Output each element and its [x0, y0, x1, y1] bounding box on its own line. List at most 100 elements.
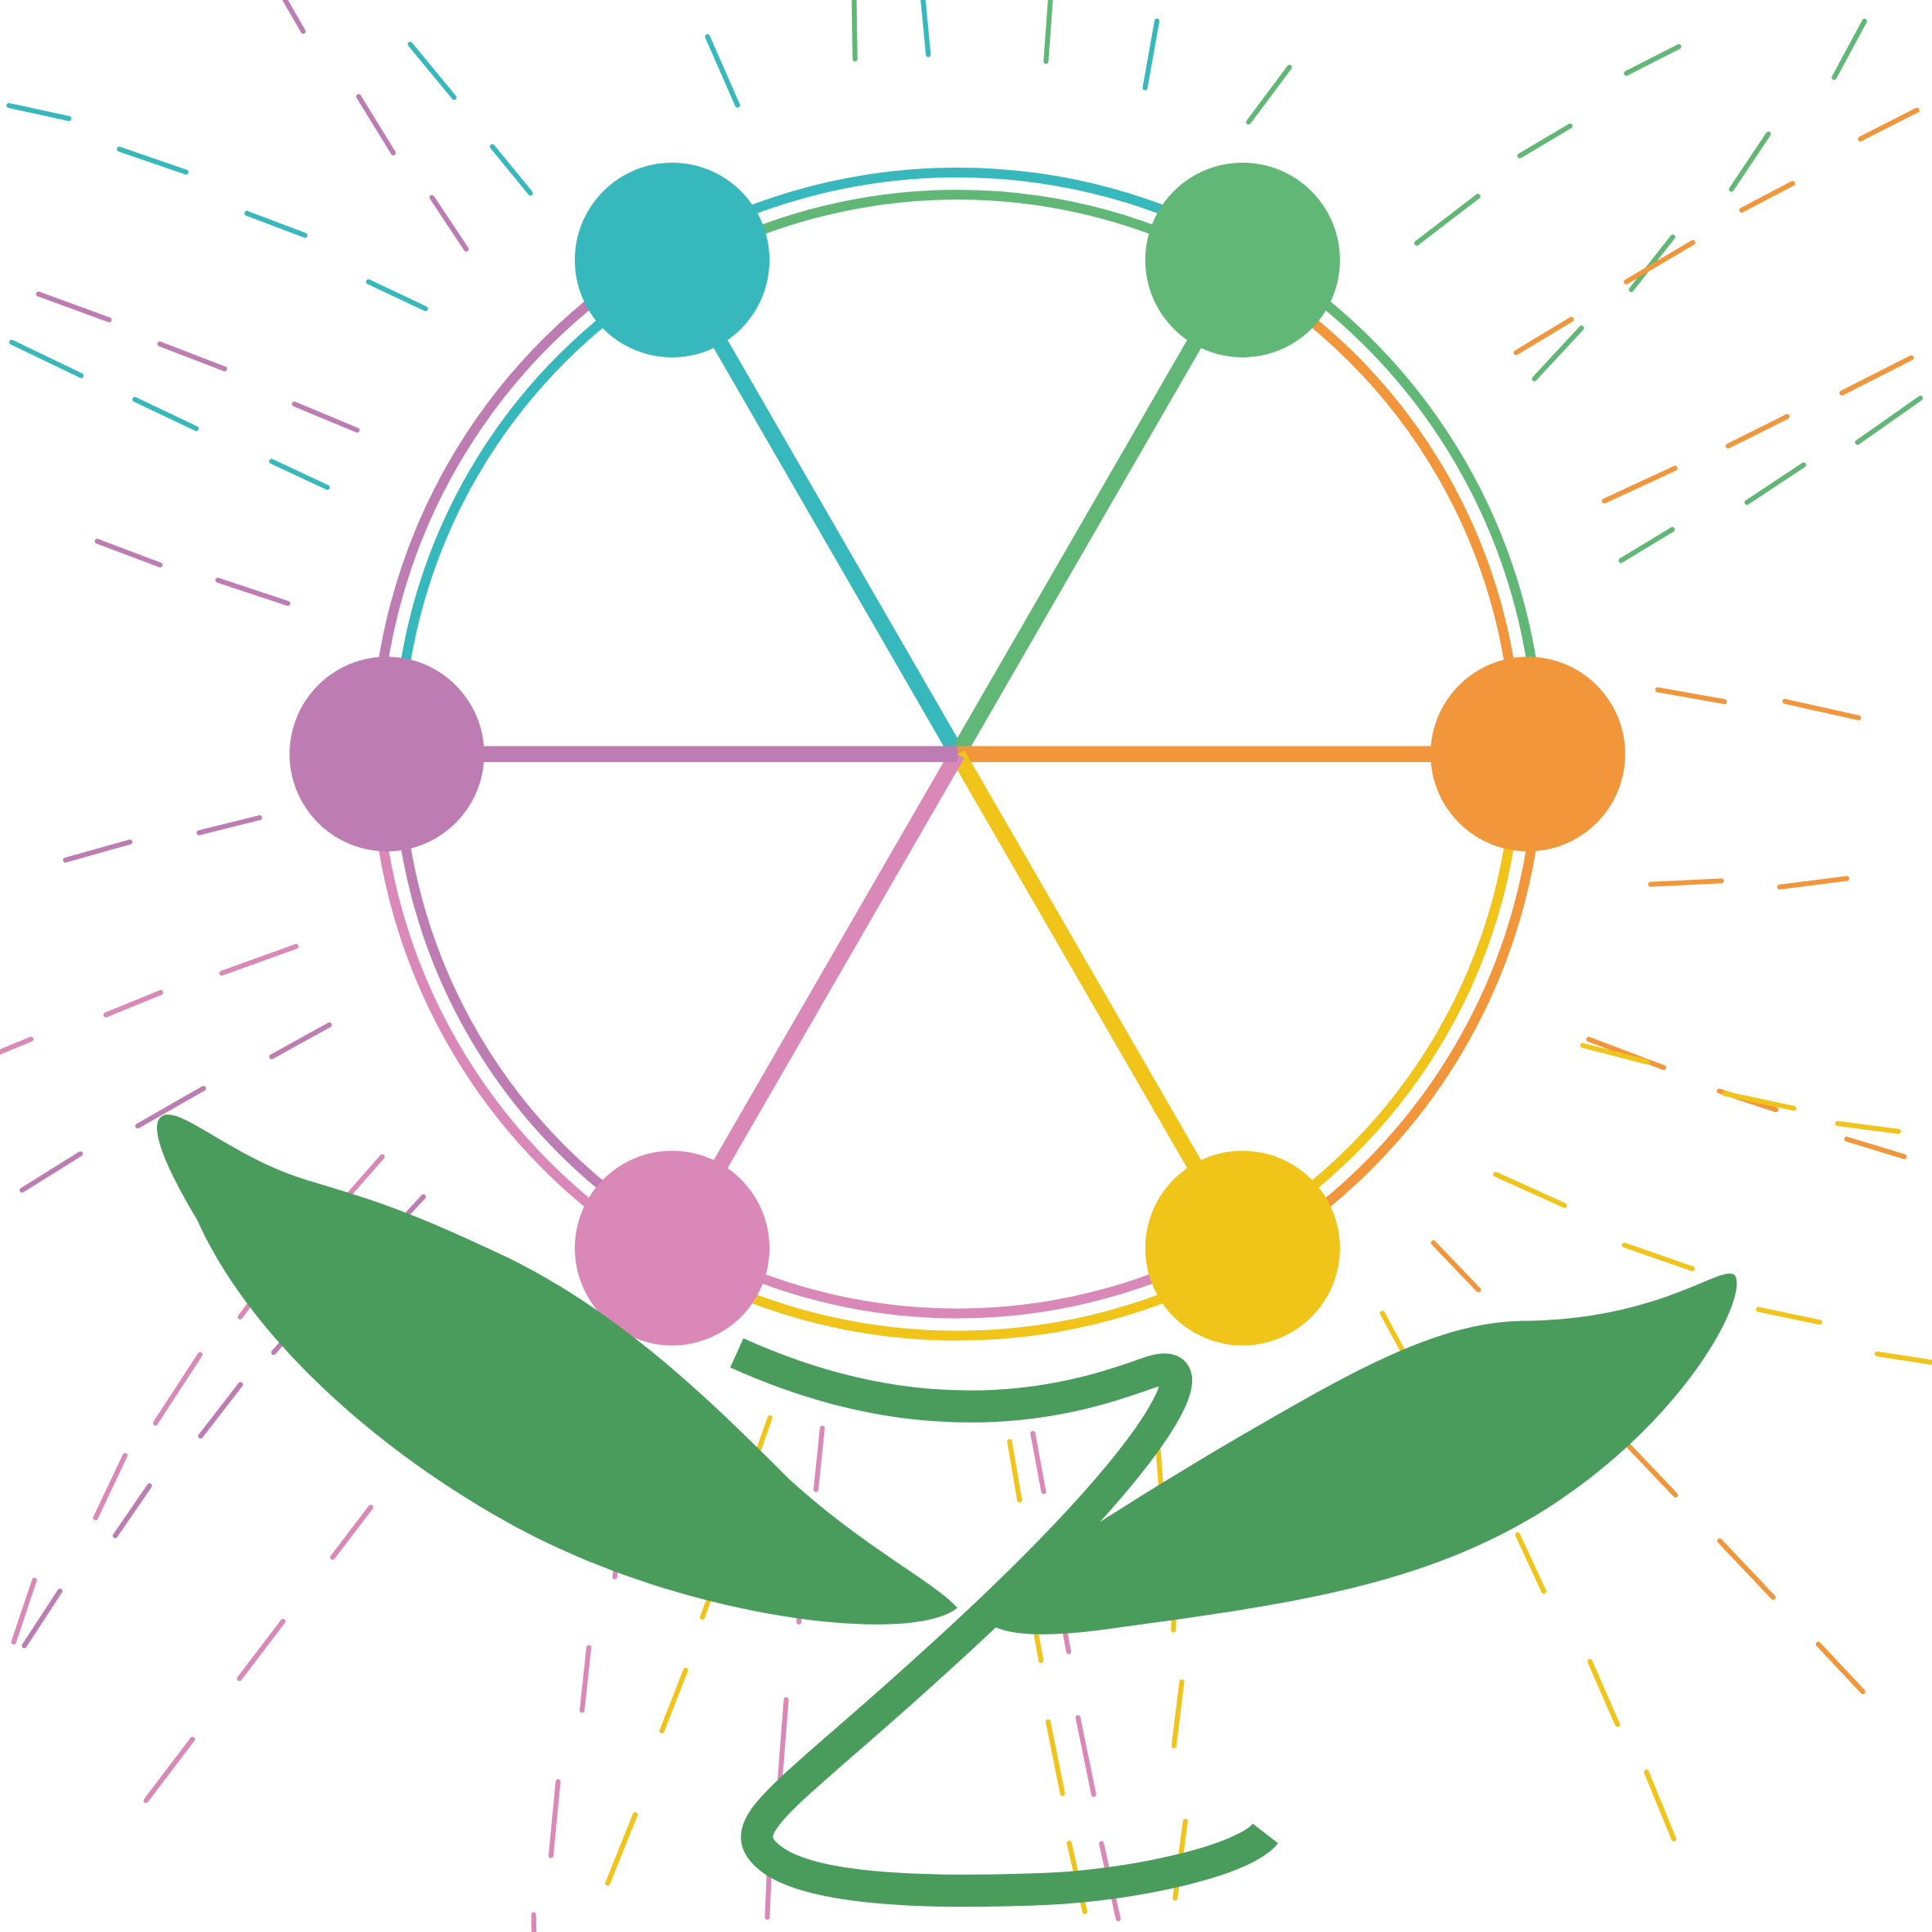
dashed-ray: [1717, 1538, 1776, 1600]
dashed-ray: [777, 1697, 789, 1782]
dashed-ray: [1739, 181, 1795, 213]
dashed-ray: [1725, 414, 1790, 449]
dashed-ray: [21, 1588, 63, 1648]
dashed-ray: [1624, 240, 1696, 285]
node-pink: [575, 1150, 770, 1346]
dashed-ray: [269, 1022, 332, 1060]
dashed-ray: [11, 1577, 38, 1645]
dashed-ray: [329, 1504, 374, 1560]
dashed-ray: [407, 42, 457, 101]
dashed-ray: [1854, 395, 1923, 446]
dashed-ray: [1622, 1439, 1679, 1498]
dashed-ray: [1643, 1769, 1677, 1842]
dashed-ray: [157, 341, 227, 372]
dashed-ray: [1171, 1679, 1185, 1749]
right-leaf: [973, 1273, 1737, 1634]
dashed-ray: [236, 1619, 286, 1682]
dashed-ray: [1655, 687, 1728, 705]
dashed-ray: [1246, 65, 1293, 125]
dashed-ray: [103, 989, 164, 1018]
dashed-ray: [531, 1912, 537, 1932]
nodes: [289, 162, 1625, 1346]
dashed-ray: [1831, 18, 1867, 80]
dashed-ray: [112, 1483, 152, 1539]
dashed-ray: [1580, 1042, 1650, 1065]
dashed-ray: [1839, 355, 1914, 396]
dashed-ray: [1722, 1091, 1797, 1111]
dashed-ray: [1629, 234, 1675, 293]
dashed-ray: [356, 94, 397, 156]
dashed-ray: [1043, 0, 1053, 65]
dashed-ray: [1075, 1715, 1096, 1797]
node-yellow: [1145, 1150, 1340, 1346]
dashed-ray: [1513, 316, 1574, 356]
dashed-ray: [219, 944, 299, 976]
dashed-ray: [244, 210, 308, 238]
node-purple: [289, 657, 485, 852]
dashed-ray: [92, 1453, 128, 1521]
dashed-ray: [1586, 1037, 1666, 1070]
dashed-ray: [196, 815, 262, 836]
dashed-ray: [1728, 131, 1771, 192]
node-green: [1145, 162, 1340, 358]
dashed-ray: [490, 144, 533, 196]
dashed-ray: [813, 1425, 825, 1492]
stem: [730, 1338, 1279, 1907]
dashed-ray: [605, 1812, 638, 1886]
dashed-ray: [282, 0, 306, 34]
dashed-ray: [1602, 465, 1678, 504]
dashed-ray: [1142, 18, 1160, 91]
dashed-ray: [429, 195, 469, 252]
dashed-ray: [19, 1151, 83, 1193]
dashed-ray: [548, 1779, 561, 1858]
dashed-ray: [1515, 1532, 1547, 1594]
dashed-ray: [579, 1645, 592, 1713]
dashed-ray: [269, 459, 330, 491]
dashed-ray: [1493, 1172, 1567, 1208]
dashed-ray: [6, 103, 72, 122]
node-orange: [1430, 657, 1625, 852]
dashed-ray: [198, 1382, 244, 1439]
dashed-ray: [1414, 194, 1481, 246]
dashed-ray: [1844, 1136, 1907, 1159]
dashed-ray: [1517, 123, 1573, 159]
dashed-ray: [0, 1036, 34, 1055]
dashed-ray: [9, 339, 84, 379]
dashed-ray: [851, 0, 858, 62]
plant: [157, 1114, 1737, 1907]
dashed-ray: [921, 0, 931, 57]
dashed-ray: [659, 1667, 688, 1734]
dashed-ray: [153, 1352, 203, 1426]
node-teal: [575, 162, 770, 358]
dashed-ray: [1618, 527, 1675, 563]
dashed-ray: [1624, 44, 1682, 76]
dashed-ray: [35, 291, 112, 323]
dashed-ray: [1431, 1240, 1481, 1293]
dashed-ray: [132, 397, 199, 432]
spokes: [387, 256, 1528, 1253]
dashed-ray: [1647, 878, 1724, 887]
dashed-ray: [1621, 1242, 1695, 1271]
dashed-ray: [1815, 1641, 1866, 1695]
dashed-ray: [1531, 325, 1585, 382]
dashed-ray: [1744, 462, 1807, 505]
dashed-ray: [94, 538, 163, 567]
dashed-ray: [135, 1086, 206, 1129]
dashed-ray: [1587, 1659, 1620, 1728]
dashed-ray: [291, 401, 360, 433]
dashed-ray: [1030, 1431, 1047, 1495]
left-leaf: [157, 1114, 957, 1625]
dashed-ray: [1858, 107, 1920, 141]
dashed-ray: [1874, 1351, 1932, 1365]
dashed-ray: [1755, 1307, 1822, 1325]
dashed-ray: [215, 577, 290, 607]
dashed-ray: [1045, 1719, 1065, 1796]
dashed-ray: [365, 279, 428, 312]
dashed-ray: [143, 1737, 195, 1804]
dashed-ray: [1835, 1121, 1902, 1134]
dashed-ray: [1777, 876, 1849, 890]
dashed-ray: [63, 839, 132, 863]
dashed-ray: [705, 34, 741, 108]
dashed-ray: [1006, 1438, 1023, 1503]
